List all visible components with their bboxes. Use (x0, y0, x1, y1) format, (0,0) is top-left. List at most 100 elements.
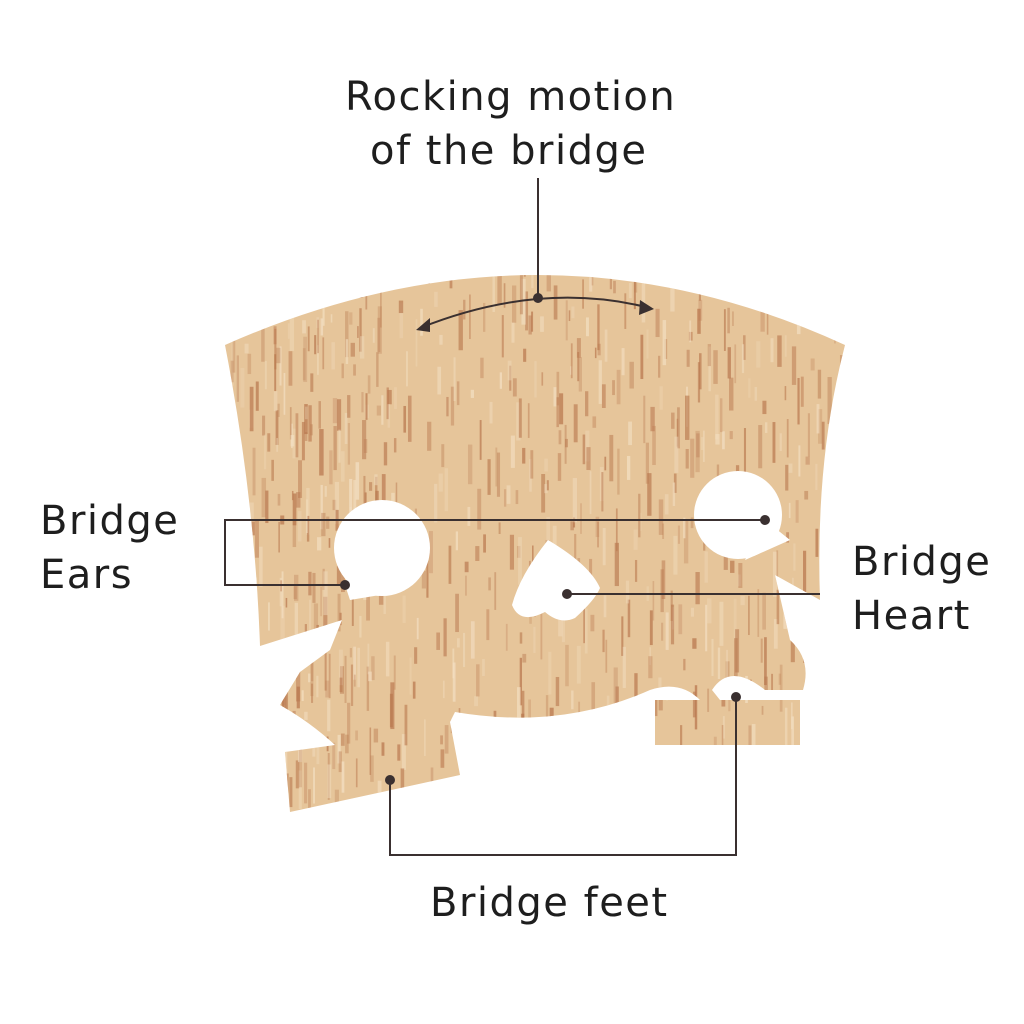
grain-streak (510, 435, 515, 468)
grain-streak (347, 423, 351, 465)
grain-streak (597, 304, 600, 351)
grain-streak (733, 598, 737, 641)
grain-streak (243, 776, 248, 803)
grain-streak (387, 389, 392, 405)
grain-streak (815, 528, 819, 557)
grain-streak (283, 372, 286, 415)
grain-streak (722, 716, 725, 739)
grain-streak (545, 695, 549, 743)
grain-streak (276, 438, 279, 452)
grain-streak (439, 334, 443, 345)
grain-streak (367, 643, 370, 675)
grain-streak (314, 335, 317, 355)
grain-streak (585, 317, 589, 337)
grain-streak (243, 275, 249, 280)
grain-streak (235, 415, 238, 459)
grain-streak (493, 710, 497, 757)
grain-streak (670, 590, 673, 621)
grain-streak (528, 699, 531, 726)
grain-streak (393, 655, 396, 690)
grain-streak (281, 571, 284, 619)
grain-streak (776, 550, 779, 579)
grain-streak (593, 726, 596, 739)
grain-streak (501, 315, 504, 358)
grain-streak (516, 545, 521, 558)
grain-streak (748, 378, 751, 398)
grain-streak (357, 647, 360, 688)
grain-streak (406, 351, 408, 387)
grain-streak (685, 395, 690, 440)
grain-streak (304, 275, 308, 281)
grain-streak (521, 690, 525, 723)
leader-lines (224, 178, 820, 856)
grain-streak (387, 403, 391, 428)
grain-streak (790, 637, 795, 663)
grain-streak (638, 493, 641, 538)
grain-streak (701, 437, 704, 450)
grain-streak (242, 275, 246, 317)
grain-streak (399, 303, 404, 339)
grain-streak (531, 275, 534, 289)
grain-streak (766, 300, 769, 335)
grain-streak (573, 517, 576, 528)
grain-streak (234, 771, 237, 803)
grain-streak (594, 782, 599, 793)
grain-streak (308, 405, 312, 442)
grain-streak (519, 275, 523, 315)
grain-streak (649, 610, 653, 646)
grain-streak (670, 745, 675, 777)
grain-streak (263, 434, 267, 470)
grain-streak (294, 602, 299, 648)
grain-streak (572, 478, 578, 523)
grain-streak (507, 360, 512, 381)
grain-streak (584, 608, 588, 654)
grain-streak (590, 614, 595, 632)
grain-streak (829, 757, 833, 773)
grain-streak (713, 736, 717, 761)
grain-streak (349, 478, 353, 519)
grain-streak (580, 503, 582, 534)
grain-streak (721, 725, 724, 752)
grain-streak (840, 614, 845, 653)
grain-streak (592, 416, 597, 428)
grain-streak (779, 433, 782, 451)
grain-streak (570, 521, 574, 531)
grain-streak (403, 405, 407, 433)
grain-streak (301, 690, 304, 702)
grain-streak (310, 424, 313, 436)
grain-streak (828, 701, 833, 719)
grain-streak (276, 347, 281, 364)
grain-streak (340, 566, 345, 593)
grain-streak (525, 291, 529, 331)
grain-streak (326, 516, 330, 529)
grain-streak (295, 413, 299, 458)
grain-streak (610, 733, 615, 755)
grain-streak (617, 243, 619, 256)
grain-streak (662, 320, 667, 366)
ears-line2: Ears (40, 552, 134, 598)
grain-streak (385, 641, 390, 677)
grain-streak (469, 294, 471, 340)
grain-streak (300, 275, 304, 280)
grain-streak (486, 609, 490, 641)
grain-streak (696, 433, 700, 458)
grain-streak (511, 322, 515, 343)
grain-streak (376, 352, 379, 387)
grain-streak (409, 657, 412, 695)
grain-streak (279, 577, 283, 607)
grain-streak (782, 275, 785, 297)
grain-streak (648, 656, 653, 679)
grain-streak (658, 355, 661, 378)
grain-streak (451, 275, 454, 279)
grain-streak (225, 807, 226, 812)
grain-streak (583, 256, 587, 272)
grain-streak (340, 733, 345, 746)
grain-streak (711, 638, 714, 677)
grain-streak (270, 776, 273, 812)
grain-streak (285, 739, 288, 780)
grain-streak (641, 786, 644, 812)
grain-streak (302, 348, 306, 381)
grain-streak (313, 603, 319, 635)
grain-streak (295, 286, 300, 309)
grain-streak (450, 719, 454, 734)
